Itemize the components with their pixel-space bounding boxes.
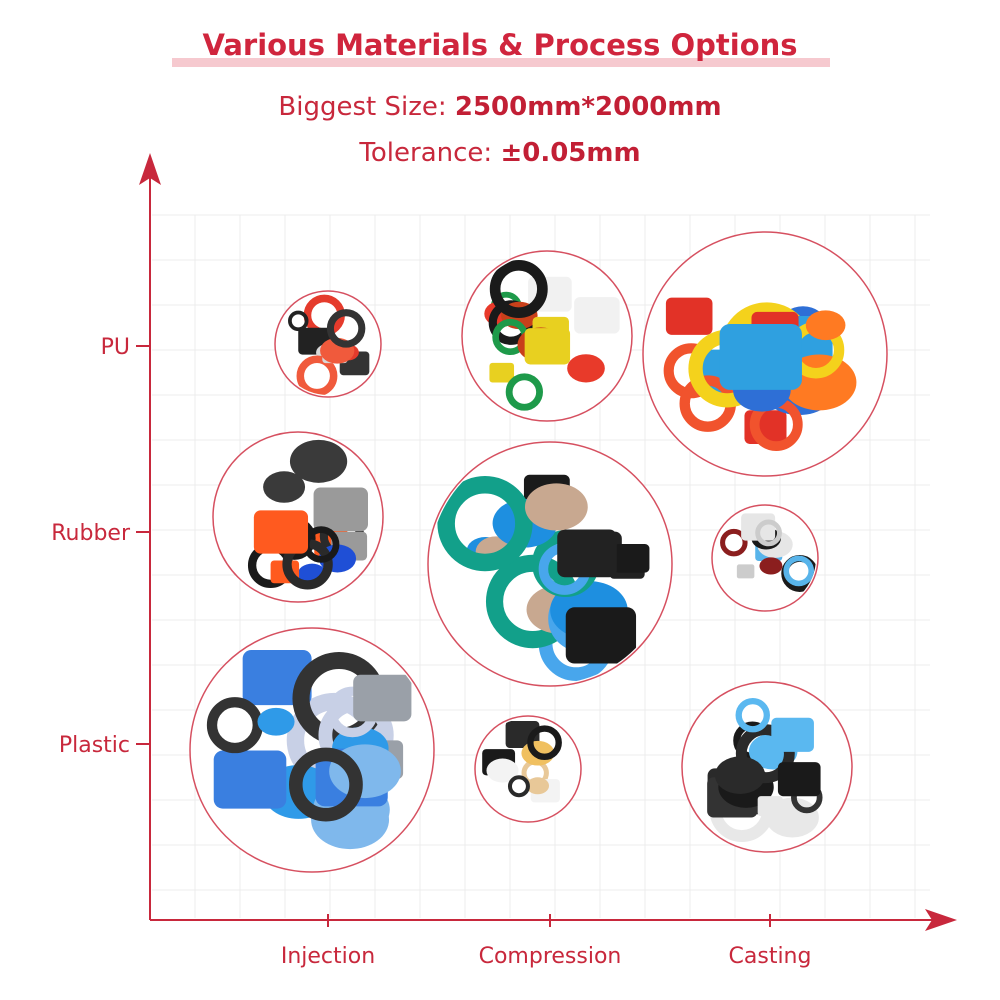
title-underline [172,58,830,67]
size-spec: Biggest Size: 2500mm*2000mm [0,92,1000,122]
part-disc [567,354,605,383]
part-disc [257,707,295,736]
point-gears-and-bushings [474,715,582,823]
x-tick-label: Casting [729,944,812,969]
part-block [757,796,783,817]
part-block [313,487,368,532]
y-axis-arrow-icon [139,153,161,185]
product-cluster [247,439,368,590]
part-disc [263,471,306,503]
title-wrap: Various Materials & Process Options [0,28,1000,62]
tolerance-spec: Tolerance: ±0.05mm [0,138,1000,168]
x-tick-label: Compression [479,944,622,969]
x-axis-arrow-icon [925,909,957,931]
chart-points [189,231,888,873]
part-disc [759,557,783,575]
part-block [213,750,287,809]
part-block [489,362,515,383]
size-label: Biggest Size: [278,92,455,122]
part-ring [489,260,548,318]
part-disc [526,777,550,795]
point-housings [189,627,435,873]
part-block [353,674,412,722]
y-tick-label: Rubber [51,521,131,546]
part-block [253,510,309,554]
part-block [565,607,637,664]
point-pads-and-mounts [427,441,673,687]
part-block [777,762,821,797]
part-disc [486,758,519,783]
axis-ticks [136,345,771,927]
tolerance-label: Tolerance: [359,138,501,168]
part-disc [805,310,846,341]
part-ring [720,528,748,557]
part-ring [289,747,363,822]
y-tick-label: PU [101,335,130,360]
part-ring [527,725,562,761]
point-gaskets [711,504,819,612]
product-cluster [437,474,650,682]
product-cluster [482,720,562,803]
part-ring [755,519,782,547]
part-block [771,717,814,752]
part-ring [783,555,815,587]
product-cluster [707,697,823,842]
part-ring [296,355,338,395]
product-cluster [720,513,816,592]
part-disc [715,756,766,794]
part-block [574,297,620,334]
part-ring [507,775,530,798]
product-cluster [663,297,857,451]
product-cluster [206,649,412,850]
part-block [719,323,802,390]
point-grommets-and-boots [212,431,384,603]
part-disc [289,439,348,483]
product-cluster [484,260,620,411]
size-value: 2500mm*2000mm [454,92,722,122]
x-tick-label: Injection [281,944,375,969]
page-title: Various Materials & Process Options [202,28,798,62]
part-ring [437,476,533,572]
part-block [665,297,713,335]
point-plates-and-feet [681,681,853,853]
part-ring [206,697,263,754]
part-block [557,529,617,578]
point-rings-and-seals [274,290,382,398]
part-block [736,564,755,579]
part-ring [735,697,770,733]
part-block [613,544,650,573]
part-block [524,328,571,365]
tolerance-value: ±0.05mm [500,138,641,168]
product-cluster [288,294,370,395]
y-tick-label: Plastic [59,733,130,758]
part-disc [524,483,588,531]
part-ring [288,310,309,332]
point-rollers-and-blocks [642,231,888,477]
part-ring [326,309,366,348]
point-bellows-and-balls [461,250,633,422]
axis-labels: Injection Compression Casting Plastic Rubber… [51,335,811,969]
chart-axes [139,153,957,931]
part-ring [505,373,543,411]
part-ring [735,724,795,784]
